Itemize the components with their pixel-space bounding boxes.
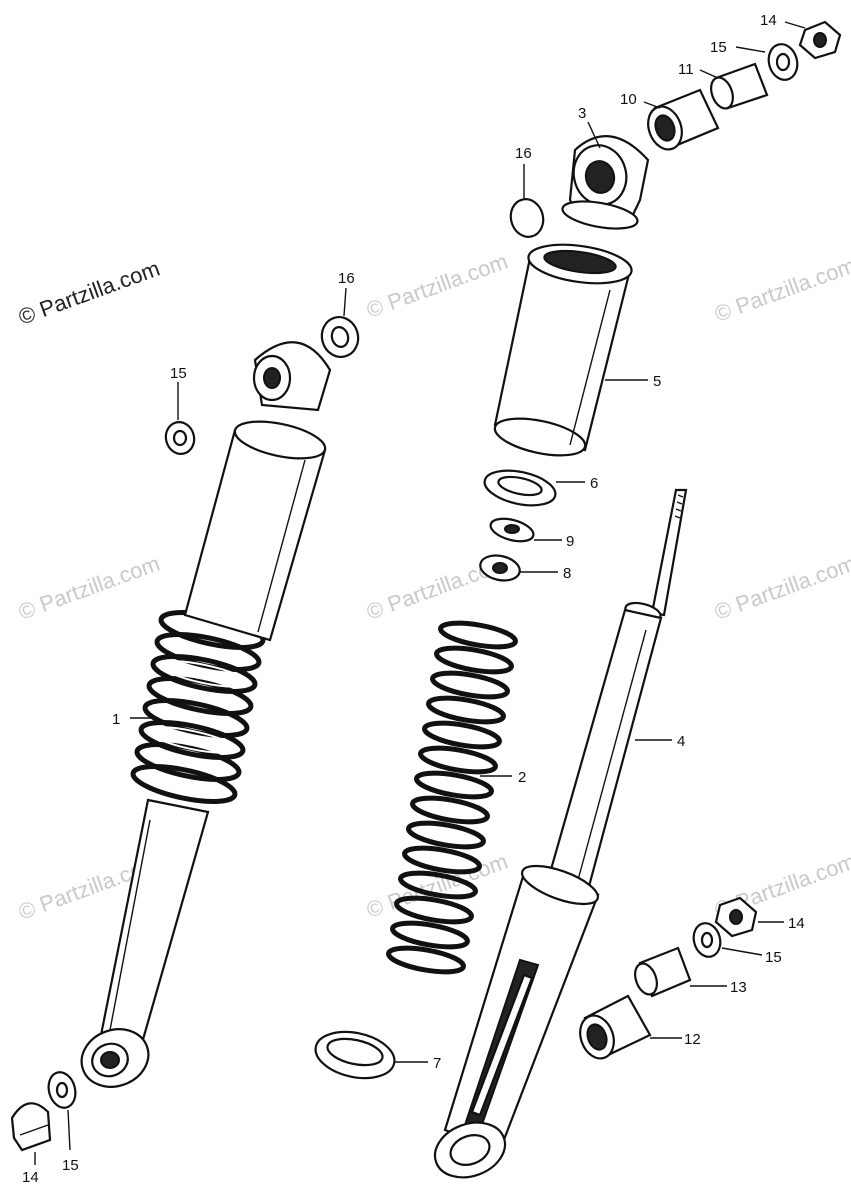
part-14-nut-bottom (10, 1102, 52, 1152)
watermark-main: © Partzilla.com (15, 256, 163, 330)
callout-16-left: 16 (338, 270, 355, 287)
callout-15-top: 15 (710, 39, 727, 56)
part-11-collar (710, 62, 769, 110)
part-13-collar (634, 946, 692, 998)
callout-1: 1 (112, 711, 120, 728)
part-16-washer-top (509, 198, 545, 238)
callout-9: 9 (566, 533, 574, 550)
part-1-spring-coils (130, 610, 266, 804)
callout-8: 8 (563, 565, 571, 582)
callout-16-top: 16 (515, 145, 532, 162)
watermark-text: © Partzilla.com (363, 849, 511, 923)
watermark-text: © Partzilla.com (15, 551, 163, 625)
part-9-stopper (489, 517, 535, 543)
callout-15-right: 15 (765, 949, 782, 966)
callout-6: 6 (590, 475, 598, 492)
callout-7: 7 (433, 1055, 441, 1072)
part-14-nut-right (714, 896, 758, 938)
part-10-bushing (647, 88, 720, 151)
callout-5: 5 (653, 373, 661, 390)
callout-2: 2 (518, 769, 526, 786)
part-14-nut-top (798, 20, 842, 60)
leader-lines (34, 21, 806, 1165)
callout-10: 10 (620, 91, 637, 108)
callout-15-bottom: 15 (62, 1157, 79, 1174)
callout-13: 13 (730, 979, 747, 996)
callout-12: 12 (684, 1031, 701, 1048)
part-7-lower-seat (314, 1030, 396, 1080)
watermark-text: © Partzilla.com (711, 253, 851, 327)
part-8-nut (479, 554, 521, 582)
callout-14-bottom: 14 (22, 1169, 39, 1186)
part-1-shock-absorber (80, 341, 332, 1088)
part-6-spring-seat (483, 469, 557, 507)
part-2-spring (386, 620, 518, 975)
part-4-damper (433, 488, 688, 1179)
callout-3: 3 (578, 105, 586, 122)
watermark-text: © Partzilla.com (711, 551, 851, 625)
callout-11: 11 (678, 61, 694, 78)
callout-14-right: 14 (788, 915, 805, 932)
part-12-bushing (579, 994, 652, 1060)
callout-4: 4 (677, 733, 685, 750)
part-5-cover (493, 243, 633, 457)
callout-labels: 1 2 3 4 5 6 7 8 9 10 11 12 13 14 14 14 1… (22, 12, 805, 1186)
callout-15-left: 15 (170, 365, 187, 382)
callout-14-top: 14 (760, 12, 777, 29)
watermark-text: © Partzilla.com (363, 249, 511, 323)
part-3-upper-mount (561, 135, 650, 230)
